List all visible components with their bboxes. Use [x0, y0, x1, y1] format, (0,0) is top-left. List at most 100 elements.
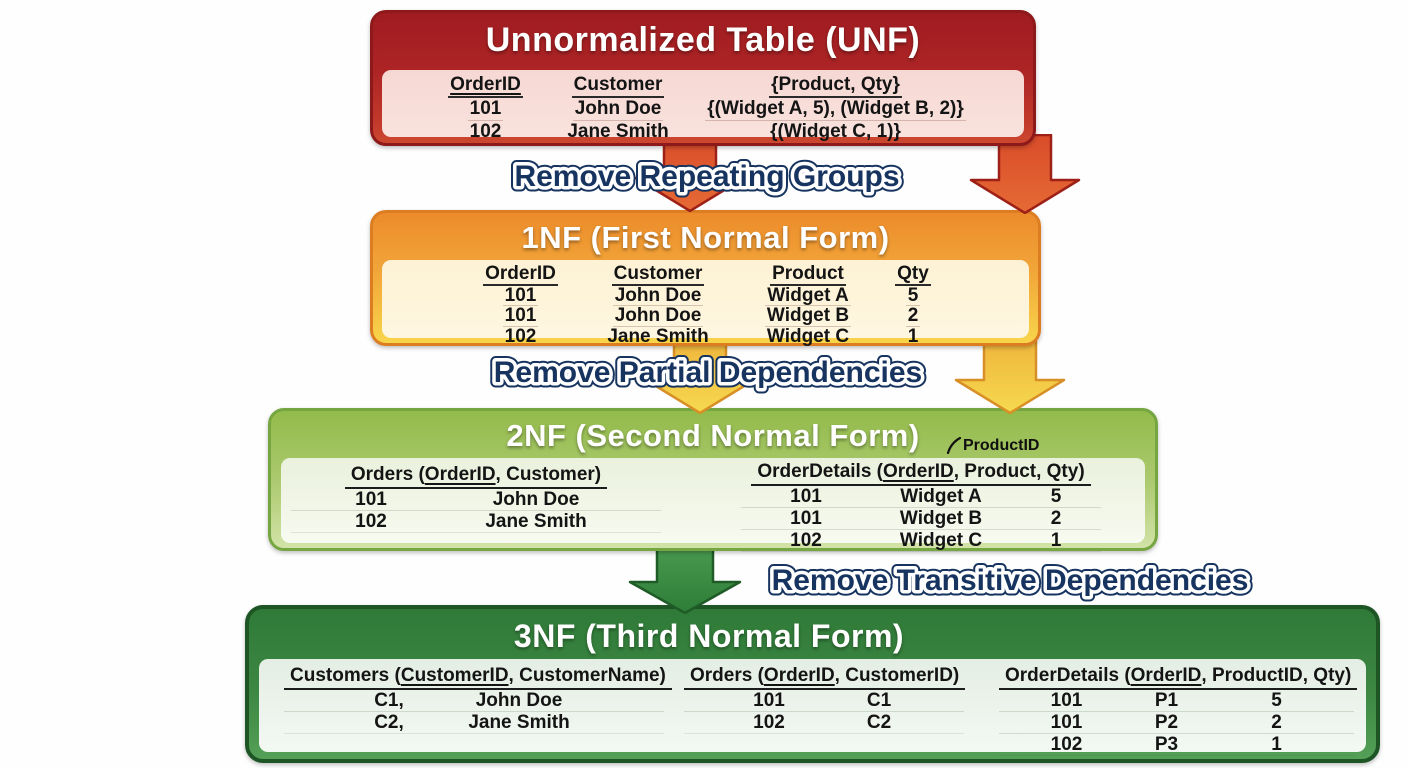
- svg-text:Remove Partial Dependencies: Remove Partial Dependencies: [494, 356, 923, 389]
- arrow-2nf-to-3nf-icon: [628, 544, 742, 614]
- table-cell: John Doe: [612, 284, 704, 306]
- unf-title: Unnormalized Table (UNF): [485, 21, 921, 59]
- nf3-title: 3NF (Third Normal Form): [513, 618, 905, 654]
- table-cell: 101: [467, 98, 504, 121]
- nf2-orderdetails-table-title: OrderDetails (OrderID, Product, Qty): [751, 461, 1091, 486]
- table-row: 101 C1: [684, 690, 964, 712]
- productid-annotation-text: ProductID: [963, 437, 1040, 454]
- table-cell: 101: [355, 488, 387, 510]
- table-cell: 5: [905, 284, 921, 306]
- nf3-orders-table-title: Orders (OrderID, CustomerID): [684, 665, 966, 690]
- table-title-key: OrderID: [763, 665, 835, 686]
- table-row: C1, John Doe: [284, 690, 664, 712]
- table-cell: Widget B: [899, 507, 983, 529]
- table-row: 102 C2: [684, 712, 964, 734]
- table-cell: P1: [1154, 689, 1179, 711]
- table-cell: 102: [1050, 733, 1083, 755]
- nf2-orders-table-title: Orders (OrderID, Customer): [344, 464, 608, 489]
- table-cell: 101: [790, 485, 822, 507]
- svg-text:Remove Repeating Groups: Remove Repeating Groups: [514, 160, 899, 193]
- unf-header-product-qty: {Product, Qty}: [769, 74, 902, 98]
- nf2-orderdetails-table: OrderDetails (OrderID, Product, Qty) 101…: [741, 461, 1101, 552]
- svg-text:Remove Partial Dependencies: Remove Partial Dependencies: [494, 356, 923, 389]
- table-title-text: OrderDetails (: [1005, 665, 1131, 686]
- svg-text:Remove Repeating Groups: Remove Repeating Groups: [514, 160, 899, 193]
- table-title-key: OrderID: [883, 461, 954, 482]
- nf1-header-customer: Customer: [611, 263, 705, 286]
- table-cell: P2: [1154, 711, 1179, 733]
- table-title-key: CustomerID: [400, 665, 509, 686]
- table-cell: 101: [753, 689, 785, 711]
- nf1-header-orderid: OrderID: [483, 263, 558, 286]
- table-cell: {(Widget C, 1)}: [770, 121, 901, 142]
- step-label-remove-repeating-groups: Remove Repeating Groups Remove Repeating…: [509, 155, 905, 199]
- unf-header-orderid: OrderID: [448, 74, 523, 98]
- table-cell: 101: [502, 305, 539, 327]
- table-cell: C2: [866, 711, 892, 733]
- table-cell: 5: [1050, 485, 1062, 507]
- table-row: 102 Jane Smith: [291, 511, 661, 533]
- table-title-text: Orders (: [350, 464, 425, 485]
- arrow-1nf-to-2nf-right-icon: [954, 336, 1066, 414]
- nf3-box: 3NF (Third Normal Form) Customers (Custo…: [245, 605, 1380, 763]
- table-cell: 1: [1271, 733, 1282, 755]
- nf3-customers-table-title: Customers (CustomerID, CustomerName): [284, 665, 672, 690]
- table-cell: John Doe: [612, 305, 704, 327]
- table-title-text: OrderDetails (: [757, 461, 883, 482]
- table-title-key: OrderID: [1130, 665, 1202, 686]
- table-row: 101 P2 2: [999, 712, 1354, 734]
- unf-table: OrderID Customer {Product, Qty} 101 John…: [382, 70, 1024, 142]
- table-row: 102 Widget C 1: [741, 530, 1101, 552]
- table-cell: 101: [1050, 711, 1083, 733]
- table-cell: Widget B: [764, 305, 852, 327]
- table-title-text: , Product, Qty): [953, 461, 1085, 482]
- nf2-title: 2NF (Second Normal Form): [506, 418, 920, 453]
- table-cell: {(Widget A, 5), (Widget B, 2)}: [705, 98, 966, 121]
- table-cell: John Doe: [572, 98, 664, 121]
- table-row: 101 John Doe: [291, 489, 661, 511]
- productid-pointer-icon: [946, 437, 961, 454]
- unf-header-customer: Customer: [571, 74, 665, 98]
- nf2-orders-table: Orders (OrderID, Customer) 101 John Doe …: [291, 464, 661, 533]
- table-row: C2, Jane Smith: [284, 712, 664, 734]
- table-cell: Widget C: [766, 325, 850, 347]
- nf2-tables-panel: Orders (OrderID, Customer) 101 John Doe …: [281, 458, 1145, 552]
- table-cell: 101: [1050, 689, 1083, 711]
- table-cell: Jane Smith: [567, 121, 669, 142]
- table-cell: 2: [1271, 711, 1282, 733]
- table-cell: C2,: [374, 711, 404, 733]
- table-cell: Jane Smith: [485, 510, 587, 532]
- table-cell: 102: [355, 510, 387, 532]
- svg-text:Remove Partial Dependencies: Remove Partial Dependencies: [494, 356, 923, 389]
- nf2-box: 2NF (Second Normal Form) Orders (OrderID…: [268, 408, 1158, 552]
- table-cell: 102: [504, 325, 537, 347]
- table-title-key: OrderID: [424, 464, 496, 485]
- table-title-text: , CustomerID): [834, 665, 960, 686]
- table-title-text: Customers (: [290, 665, 401, 686]
- table-cell: John Doe: [475, 689, 563, 711]
- table-cell: John Doe: [492, 488, 580, 510]
- table-cell: 102: [469, 121, 502, 142]
- table-cell: Widget A: [900, 485, 982, 507]
- nf1-box: 1NF (First Normal Form) OrderID Customer…: [370, 210, 1041, 346]
- table-cell: C1,: [374, 689, 404, 711]
- step-label-remove-partial-dependencies: Remove Partial Dependencies Remove Parti…: [488, 351, 928, 395]
- svg-text:Remove Transitive Dependencies: Remove Transitive Dependencies: [772, 564, 1249, 597]
- nf1-header-product: Product: [770, 263, 846, 286]
- table-cell: Jane Smith: [607, 325, 709, 347]
- table-row: 101 P1 5: [999, 690, 1354, 712]
- table-cell: 102: [790, 529, 822, 551]
- table-title-text: Orders (: [690, 665, 764, 686]
- nf1-table: OrderID Customer Product Qty 101 John Do…: [382, 260, 1029, 346]
- nf3-customers-table: Customers (CustomerID, CustomerName) C1,…: [284, 665, 672, 734]
- svg-text:Remove Repeating Groups: Remove Repeating Groups: [514, 160, 899, 193]
- svg-text:Remove Transitive Dependencies: Remove Transitive Dependencies: [772, 564, 1249, 597]
- table-title-text: , Customer): [495, 464, 602, 485]
- nf3-orderdetails-table-title: OrderDetails (OrderID, ProductID, Qty): [999, 665, 1358, 690]
- table-cell: 102: [753, 711, 785, 733]
- table-cell: 2: [905, 305, 921, 327]
- nf1-title: 1NF (First Normal Form): [521, 220, 890, 255]
- table-cell: 1: [907, 325, 919, 347]
- table-row: 101 Widget B 2: [741, 508, 1101, 530]
